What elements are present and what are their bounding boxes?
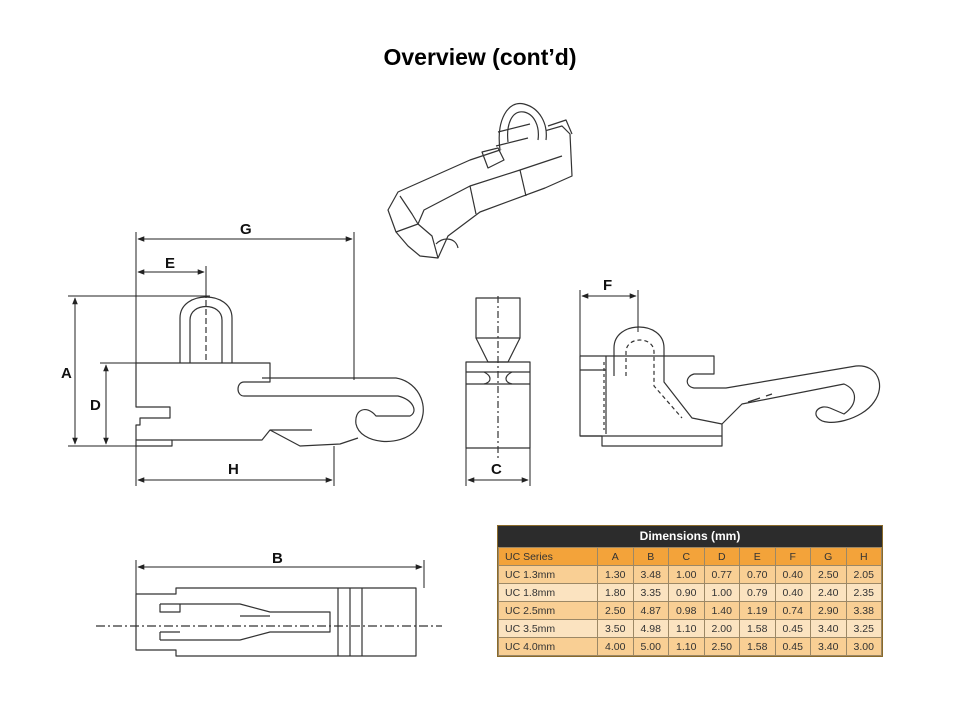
value-cell: 4.98 [632,619,669,638]
column-header: A [597,547,634,566]
value-cell: 2.00 [703,619,740,638]
side-view [135,296,424,447]
dim-label-c: C [491,461,502,478]
series-cell: UC 1.8mm [498,583,598,602]
value-cell: 0.98 [668,601,705,620]
value-cell: 0.79 [739,583,776,602]
front-view [465,296,531,460]
value-cell: 1.58 [739,619,776,638]
column-header: C [668,547,705,566]
value-cell: 2.50 [597,601,634,620]
value-cell: 2.40 [810,583,847,602]
value-cell: 3.38 [845,601,882,620]
value-cell: 1.19 [739,601,776,620]
value-cell: 0.70 [739,565,776,584]
value-cell: 2.50 [810,565,847,584]
value-cell: 1.00 [668,565,705,584]
column-header: H [845,547,882,566]
value-cell: 3.40 [810,619,847,638]
dim-label-g: G [240,221,252,238]
rear-view [579,326,881,447]
value-cell: 0.45 [774,637,811,656]
value-cell: 1.30 [597,565,634,584]
value-cell: 1.40 [703,601,740,620]
value-cell: 1.10 [668,619,705,638]
column-header: D [703,547,740,566]
value-cell: 2.50 [703,637,740,656]
slide-title: Overview (cont’d) [383,44,577,70]
series-cell: UC 3.5mm [498,619,598,638]
top-view [96,587,442,657]
value-cell: 2.05 [845,565,882,584]
value-cell: 3.35 [632,583,669,602]
value-cell: 3.25 [845,619,882,638]
value-cell: 3.40 [810,637,847,656]
value-cell: 3.00 [845,637,882,656]
dim-label-h: H [228,461,239,478]
column-header: E [739,547,776,566]
value-cell: 0.40 [774,583,811,602]
column-header: B [632,547,669,566]
value-cell: 0.90 [668,583,705,602]
value-cell: 3.50 [597,619,634,638]
column-header: G [810,547,847,566]
value-cell: 0.45 [774,619,811,638]
value-cell: 0.77 [703,565,740,584]
value-cell: 1.58 [739,637,776,656]
value-cell: 2.90 [810,601,847,620]
dim-label-f: F [603,277,612,294]
value-cell: 4.87 [632,601,669,620]
value-cell: 0.40 [774,565,811,584]
series-cell: UC 1.3mm [498,565,598,584]
dimensions-table: Dimensions (mm) UC Series A B C D E F G … [497,525,883,657]
value-cell: 3.48 [632,565,669,584]
value-cell: 1.10 [668,637,705,656]
dim-label-b: B [272,550,283,567]
value-cell: 5.00 [632,637,669,656]
value-cell: 0.74 [774,601,811,620]
value-cell: 1.80 [597,583,634,602]
value-cell: 1.00 [703,583,740,602]
series-cell: UC 2.5mm [498,601,598,620]
dim-label-a: A [61,365,72,382]
series-cell: UC 4.0mm [498,637,598,656]
isometric-view [387,102,573,259]
column-header: UC Series [498,547,598,566]
dim-label-d: D [90,397,101,414]
dimensions-table-title: Dimensions (mm) [498,526,882,547]
dim-label-e: E [165,255,175,272]
column-header: F [774,547,811,566]
table-header-row: UC Series A B C D E F G H [498,547,882,566]
value-cell: 2.35 [845,583,882,602]
value-cell: 4.00 [597,637,634,656]
